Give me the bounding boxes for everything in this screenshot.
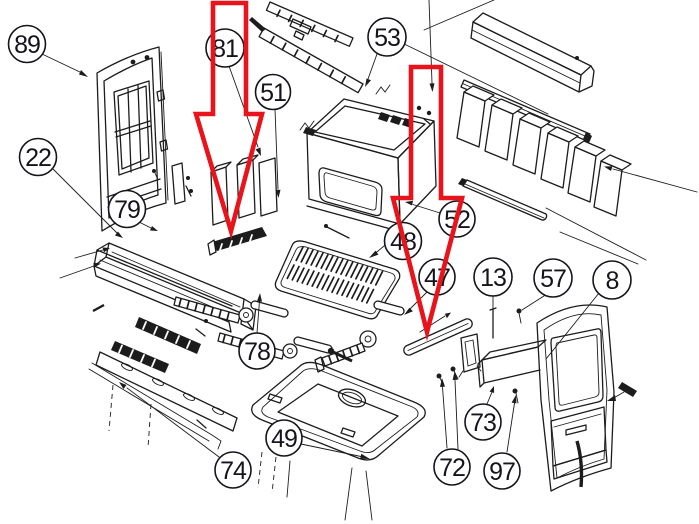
callout-57: 57 [533, 258, 573, 298]
lower-air-tube-part [249, 17, 364, 94]
front-burn-tubes [111, 317, 201, 373]
svg-text:89: 89 [14, 31, 40, 59]
carriage-bolt [327, 347, 353, 363]
callout-78: 78 [238, 332, 276, 370]
callout-81: 81 [205, 28, 245, 68]
svg-text:73: 73 [470, 409, 496, 437]
firebrick-row [456, 85, 632, 217]
leader-top-edge [428, 0, 435, 92]
leader-8 [545, 292, 600, 360]
leader-brick [604, 166, 698, 193]
svg-text:78: 78 [244, 338, 270, 366]
leader-49 [300, 443, 370, 459]
callout-74: 74 [214, 451, 252, 489]
callout-22: 22 [18, 137, 58, 177]
leader-57 [521, 293, 548, 311]
leader-81 [228, 65, 261, 156]
shaker-grates [173, 296, 405, 373]
highlight-arrows [192, 0, 465, 342]
leader-72-b [452, 371, 459, 450]
grate-part [274, 224, 401, 320]
leader-48 [369, 245, 385, 258]
callout-72: 72 [433, 448, 471, 486]
door-side-brackets [152, 162, 193, 205]
firebox-part [299, 84, 437, 232]
leader-51 [274, 108, 281, 198]
left-tray-part [93, 242, 257, 337]
rear-beam-part [477, 339, 547, 388]
svg-text:72: 72 [439, 454, 465, 482]
leader-97 [506, 395, 517, 453]
leader-53 [365, 53, 378, 87]
svg-text:53: 53 [374, 24, 400, 52]
red-down-arrow-left-icon [192, 0, 265, 240]
leader-74 [119, 382, 220, 458]
red-down-arrow-right-icon [390, 64, 465, 342]
screw-mark-left [92, 303, 105, 313]
svg-text:97: 97 [489, 458, 515, 486]
rear-burn-tube-part [207, 227, 267, 256]
left-door-part [96, 46, 169, 232]
right-door-part [536, 304, 637, 492]
leader-side-left-2 [74, 247, 110, 259]
glass-clip-part [458, 307, 497, 378]
leader-52 [405, 200, 441, 214]
callout-97: 97 [483, 452, 521, 490]
ash-pan-part [251, 361, 426, 498]
callouts: 89 22 79 81 51 53 52 48 47 13 57 8 78 74… [7, 17, 632, 490]
upper-air-tube-part [265, 1, 354, 47]
leader-lines [41, 0, 698, 459]
svg-text:13: 13 [480, 264, 506, 292]
svg-text:22: 22 [25, 144, 51, 172]
construction-lines [344, 0, 647, 521]
svg-text:79: 79 [114, 196, 140, 224]
leader-side-left [59, 262, 101, 279]
leader-89 [41, 53, 88, 77]
callout-51: 51 [254, 73, 292, 111]
callout-79: 79 [107, 189, 147, 229]
leader-22 [51, 167, 123, 238]
right-rail-part [458, 178, 548, 221]
leader-72-a [440, 378, 448, 449]
callout-73: 73 [464, 403, 502, 441]
svg-text:51: 51 [260, 79, 286, 107]
svg-text:57: 57 [540, 265, 566, 293]
leader-78 [256, 293, 262, 334]
channel-beam-part [470, 12, 595, 93]
svg-text:74: 74 [220, 457, 247, 485]
callout-53: 53 [367, 17, 407, 57]
svg-text:81: 81 [212, 35, 238, 63]
svg-text:8: 8 [606, 267, 619, 295]
leader-73 [486, 386, 495, 405]
callout-89: 89 [7, 24, 47, 64]
callout-49: 49 [265, 419, 303, 457]
callout-8: 8 [592, 260, 632, 300]
secondary-air-tube-part [403, 312, 473, 356]
svg-text:49: 49 [271, 425, 297, 453]
callout-13: 13 [473, 257, 513, 297]
